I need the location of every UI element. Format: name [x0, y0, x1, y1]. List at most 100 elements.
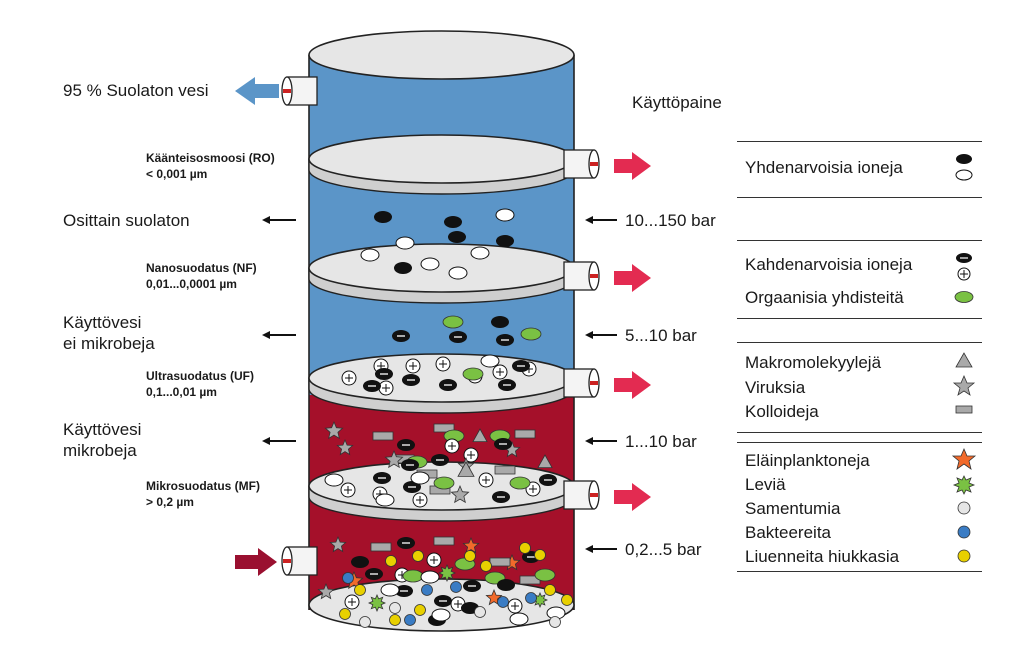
- legend-dissolved-icon: [957, 549, 971, 563]
- dissolved-particle: [412, 550, 424, 562]
- membrane-mf-size: > 0,2 µm: [146, 495, 194, 509]
- legend-virus-icon: [952, 374, 976, 396]
- legend-divider: [737, 571, 982, 572]
- legend-zooplankton: Eläinplanktoneja: [745, 451, 870, 470]
- monovalent-ion: [374, 211, 392, 223]
- organic-compound: [534, 568, 556, 582]
- legend-divider: [737, 318, 982, 319]
- virus: [329, 535, 347, 553]
- macromolecule: [537, 454, 553, 469]
- dissolved-particle: [389, 614, 401, 626]
- monovalent-ion: [360, 248, 380, 262]
- organic-compound: [462, 367, 484, 381]
- legend-divider: [737, 342, 982, 343]
- monovalent-ion: [496, 235, 514, 247]
- monovalent-ion: [509, 612, 529, 626]
- membrane-ro-name: Käänteisosmoosi (RO): [146, 151, 275, 165]
- legend-monovalent-pos-icon: [955, 169, 973, 181]
- colloid: [514, 429, 536, 439]
- monovalent-ion: [324, 473, 344, 487]
- monovalent-ion: [420, 257, 440, 271]
- dissolved-particle: [480, 560, 492, 572]
- legend-monovalent-ions: Yhdenarvoisia ioneja: [745, 158, 903, 177]
- bacterium: [497, 596, 509, 608]
- organic-compound: [402, 569, 424, 583]
- dissolved-particle: [385, 555, 397, 567]
- bacterium: [404, 614, 416, 626]
- product-label-1: Osittain suolaton: [63, 211, 190, 230]
- colloid: [433, 536, 455, 546]
- monovalent-ion: [431, 608, 451, 622]
- zooplankton: [462, 536, 480, 554]
- monovalent-ion: [448, 266, 468, 280]
- outlet-arrow: [235, 77, 279, 105]
- legend-macromolecule-icon: [955, 352, 973, 368]
- legend-divider: [737, 141, 982, 142]
- membrane-nf-size: 0,01...0,0001 µm: [146, 277, 237, 291]
- monovalent-ion: [448, 231, 466, 243]
- legend-divider: [737, 197, 982, 198]
- legend-macromolecules: Makromolekyylejä: [745, 353, 882, 372]
- particles: [317, 208, 573, 628]
- bacterium: [525, 592, 537, 604]
- monovalent-ion: [410, 471, 430, 485]
- dissolved-particle: [519, 542, 531, 554]
- dissolved-particle: [561, 594, 573, 606]
- product-label-3-line1: Käyttövesi: [63, 420, 142, 439]
- turbidity-particle: [474, 606, 486, 618]
- monovalent-ion: [480, 354, 500, 368]
- monovalent-ion: [375, 493, 395, 507]
- reject-arrow-mf: [614, 483, 651, 511]
- virus: [324, 420, 344, 440]
- pressure-label-4: 0,2...5 bar: [625, 540, 702, 559]
- dissolved-particle: [354, 584, 366, 596]
- monovalent-ion: [380, 583, 400, 597]
- legend-bacteria-icon: [957, 525, 971, 539]
- reject-arrow-uf: [614, 371, 651, 399]
- reject-arrow-ro: [614, 152, 651, 180]
- turbidity-particle: [389, 602, 401, 614]
- outlet-label: 95 % Suolaton vesi: [63, 81, 209, 100]
- pressure-label-1: 10...150 bar: [625, 211, 716, 230]
- membrane-nf-name: Nanosuodatus (NF): [146, 261, 257, 275]
- legend-zooplankton-icon: [951, 447, 977, 470]
- concentrate-pipe-uf: [563, 368, 600, 398]
- legend-bacteria: Bakteereita: [745, 523, 831, 542]
- organic-compound: [433, 476, 455, 490]
- organic-compound: [509, 476, 531, 490]
- legend-algae-icon: [952, 475, 976, 495]
- membrane-ro: [308, 134, 575, 195]
- concentrate-pipe-mf: [563, 480, 600, 510]
- inlet-pipe: [281, 546, 318, 576]
- dissolved-particle: [464, 550, 476, 562]
- product-label-2-line2: ei mikrobeja: [63, 334, 155, 353]
- bacterium: [342, 572, 354, 584]
- product-arrows: [262, 216, 296, 445]
- virus: [336, 438, 354, 456]
- bacterium: [421, 584, 433, 596]
- legend-colloid-icon: [955, 405, 973, 414]
- monovalent-ion: [491, 316, 509, 328]
- turbidity-particle: [549, 616, 561, 628]
- legend-dissolved-particles: Liuenneita hiukkasia: [745, 547, 900, 566]
- legend-divalent-ions: Kahdenarvoisia ioneja: [745, 255, 913, 274]
- legend-turbidity-icon: [957, 501, 971, 515]
- dissolved-particle: [414, 604, 426, 616]
- monovalent-ion: [395, 236, 415, 250]
- dissolved-particle: [339, 608, 351, 620]
- monovalent-ion: [394, 262, 412, 274]
- concentrate-pipe-nf: [563, 261, 600, 291]
- legend-organic-compounds: Orgaanisia yhdisteitä: [745, 288, 904, 307]
- pressure-label-2: 5...10 bar: [625, 326, 697, 345]
- product-label-3-line2: mikrobeja: [63, 441, 137, 460]
- membrane-ro-size: < 0,001 µm: [146, 167, 208, 181]
- colloid: [370, 542, 392, 552]
- legend-turbidity: Samentumia: [745, 499, 841, 518]
- colloid: [433, 423, 455, 433]
- reject-arrow-nf: [614, 264, 651, 292]
- organic-compound: [442, 315, 464, 329]
- inlet-arrow: [235, 548, 277, 576]
- legend-algae: Leviä: [745, 475, 786, 494]
- pressure-title: Käyttöpaine: [632, 93, 722, 112]
- colloid: [372, 431, 394, 441]
